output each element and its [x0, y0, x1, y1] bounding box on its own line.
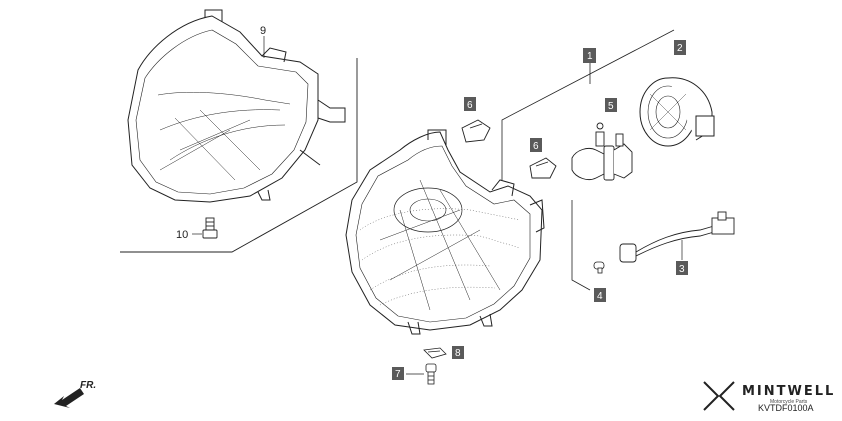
bulb-cap-part-6b	[529, 157, 557, 179]
brand-logo-icon	[703, 381, 735, 411]
socket-harness-part-3	[619, 211, 735, 263]
callout-8: 8	[455, 348, 461, 359]
callout-6a: 6	[467, 100, 473, 111]
callout-box-2	[674, 40, 686, 55]
headlight-bulb-part-5	[571, 122, 633, 181]
callout-6b: 6	[533, 141, 539, 152]
headlight-assembly-reference	[120, 9, 358, 253]
callout-7: 7	[395, 369, 401, 380]
dust-cover-part-2	[639, 77, 715, 147]
position-bulb-part-4	[593, 261, 605, 274]
group-bracket-4	[571, 200, 591, 291]
callout-box-7	[392, 367, 404, 380]
callout-box-4	[594, 288, 606, 302]
callout-box-8	[452, 346, 464, 359]
headlight-housing-main	[345, 129, 545, 335]
callout-9: 9	[260, 25, 266, 37]
callout-1: 1	[587, 51, 593, 62]
brand-tagline: Motorcycle Parts	[770, 399, 808, 405]
callout-box-3	[676, 261, 688, 275]
callout-10: 10	[176, 229, 188, 241]
callout-box-1	[583, 48, 596, 63]
clip-part-8	[423, 347, 447, 359]
bulb-cap-part-6a	[461, 119, 491, 143]
callout-box-6b	[530, 138, 542, 152]
callout-2: 2	[677, 43, 683, 54]
group-bracket-1	[501, 29, 675, 180]
direction-label: FR.	[80, 380, 96, 391]
brand-name: MINTWELL	[742, 384, 835, 399]
front-direction-arrow-icon	[54, 388, 84, 408]
diagram-code: KVTDF0100A	[758, 403, 814, 413]
callout-5: 5	[608, 101, 614, 112]
callout-box-5	[605, 98, 617, 112]
callout-3: 3	[679, 264, 685, 275]
bolt-part-10	[202, 217, 218, 239]
callout-box-6a	[464, 97, 476, 111]
callout-4: 4	[597, 291, 603, 302]
screw-part-7	[425, 363, 437, 385]
